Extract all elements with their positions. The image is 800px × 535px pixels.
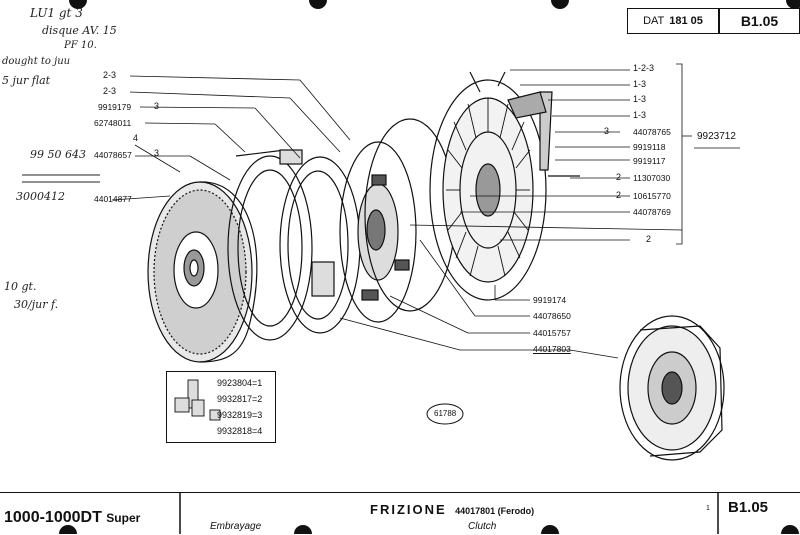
dat-box: DAT 181 05 <box>627 8 719 34</box>
right-label-part-7: 11307030 <box>633 173 671 183</box>
right-label-part-6: 9919117 <box>633 156 666 166</box>
left-label-qty-5: 3 <box>154 148 160 158</box>
right-label-part-9: 44078769 <box>633 207 671 217</box>
handwritten-note-2: disque AV. 15 <box>42 24 117 37</box>
handwritten-note-4: dought to juu <box>2 56 71 67</box>
assembly-ref: 9923712 <box>697 131 736 142</box>
handwritten-note-7: 3000412 <box>16 190 65 203</box>
handwritten-note-9: 30/jur f. <box>14 298 59 311</box>
footer-title-cell: FRIZIONE 44017801 (Ferodo) Embrayage Clu… <box>180 493 718 535</box>
bottom-label-2: 44015757 <box>533 328 571 338</box>
handwritten-note-5: 5 jur flat <box>2 74 51 87</box>
left-label-part-2: 9919179 <box>98 102 132 112</box>
handwritten-note-3: PF 10. <box>64 40 97 51</box>
footer-index: 1 <box>706 505 710 512</box>
handwritten-note-1: LU1 gt 3 <box>30 6 83 20</box>
dat-number: 181 05 <box>669 15 703 27</box>
footer-title-part: 44017801 (Ferodo) <box>455 506 535 516</box>
right-label-part-5: 9919118 <box>633 142 666 152</box>
left-label-part-6: 44014877 <box>94 194 132 204</box>
handwritten-note-6: 99 50 643 <box>30 148 86 161</box>
left-label-part-3: 62748011 <box>94 118 132 128</box>
legend-row-1: 9932817=2 <box>217 394 263 404</box>
left-label-qty-2: 3 <box>154 101 160 111</box>
left-label-qty-1: 2-3 <box>103 86 117 96</box>
legend-row-3: 9932818=4 <box>217 426 263 436</box>
right-label-qty-8: 2 <box>616 190 622 200</box>
footer-page-code: B1.05 <box>728 499 769 516</box>
right-label-qty-0: 1-2-3 <box>633 63 655 73</box>
footer-title-fr: Embrayage <box>210 521 262 532</box>
legend-row-2: 9932819=3 <box>217 410 263 420</box>
clutch-disc-drawing <box>147 181 258 363</box>
left-label-part-5: 44078657 <box>94 150 132 160</box>
right-label-qty-3: 1-3 <box>633 110 647 120</box>
bottom-label-3: 44017803 <box>533 344 571 354</box>
handwritten-note-8: 10 gt. <box>4 280 37 293</box>
footer-title-en: Clutch <box>468 521 497 532</box>
right-label-part-8: 10615770 <box>633 191 671 201</box>
figure-number: 61788 <box>434 409 457 418</box>
legend-row-0: 9923804=1 <box>217 378 263 388</box>
bottom-label-1: 44078650 <box>533 311 571 321</box>
left-label-qty-0: 2-3 <box>103 70 117 80</box>
bottom-label-0: 9919174 <box>533 295 567 305</box>
left-label-qty-4: 4 <box>133 133 139 143</box>
right-label-qty-7: 2 <box>616 172 622 182</box>
footer: 1000-1000DT Super FRIZIONE 44017801 (Fer… <box>0 492 800 535</box>
right-label-qty-10: 2 <box>646 234 652 244</box>
right-label-qty-1: 1-3 <box>633 79 647 89</box>
right-label-part-4: 44078765 <box>633 127 671 137</box>
footer-model-cell: 1000-1000DT Super <box>0 493 180 535</box>
right-label-qty-2: 1-3 <box>633 94 647 104</box>
legend-box: 9923804=1 9932817=2 9932819=3 9932818=4 <box>166 371 276 443</box>
footer-model-suffix: Super <box>106 511 141 525</box>
footer-model: 1000-1000DT <box>4 509 102 526</box>
dat-label: DAT <box>643 15 665 27</box>
right-label-qty-4: 3 <box>604 126 610 136</box>
footer-title-it: FRIZIONE <box>370 502 447 517</box>
footer-code-cell: B1.05 <box>718 493 800 535</box>
page-code: B1.05 <box>740 13 779 29</box>
